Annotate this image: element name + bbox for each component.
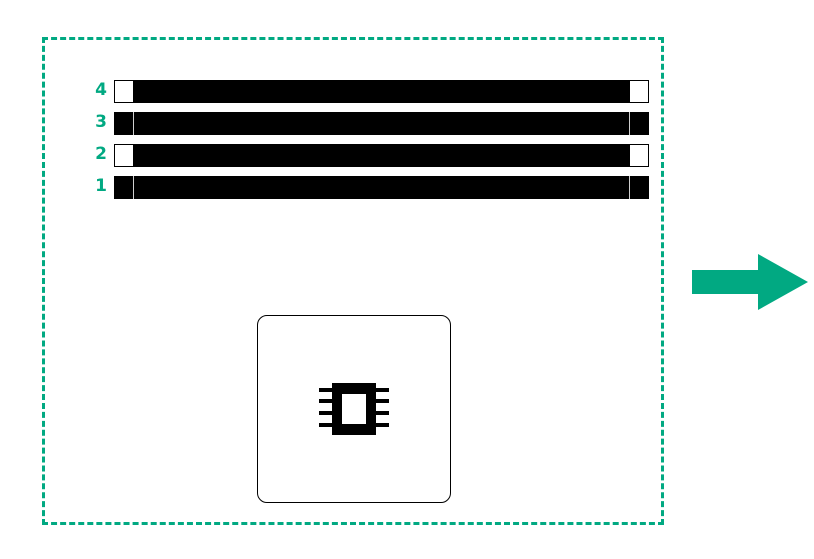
arrow-right-icon [692,254,808,310]
system-board-outline [42,37,664,525]
slot-label-1: 1 [95,176,107,196]
processor-socket [257,315,451,503]
slot-4-right-latch [629,80,649,103]
dimm-slot-4 [114,80,649,103]
slot-label-4: 4 [95,80,107,100]
slot-label-3: 3 [95,112,107,132]
slot-1-left-latch [114,176,134,199]
cpu-chip-icon [319,383,389,435]
dimm-slot-2 [114,144,649,167]
slot-label-2: 2 [95,144,107,164]
slot-3-right-latch [629,112,649,135]
slot-2-left-latch [114,144,134,167]
dimm-slot-1 [114,176,649,199]
dimm-slot-3 [114,112,649,135]
slot-1-right-latch [629,176,649,199]
slot-2-right-latch [629,144,649,167]
slot-3-left-latch [114,112,134,135]
slot-4-left-latch [114,80,134,103]
